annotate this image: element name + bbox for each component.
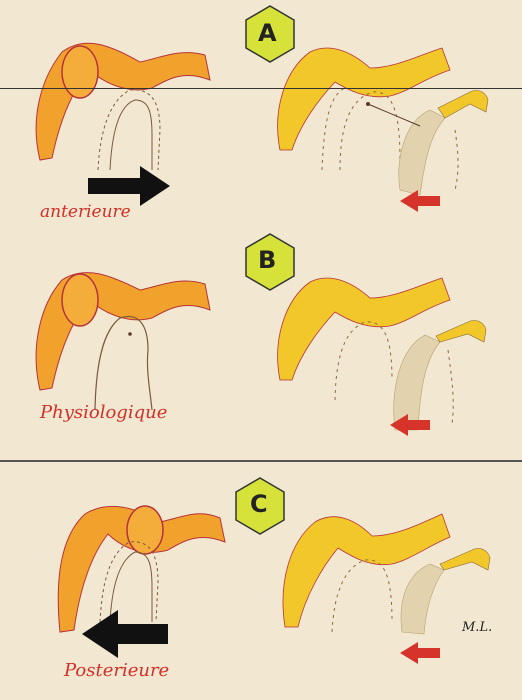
red-arrow-a xyxy=(400,190,440,212)
disc-c xyxy=(400,563,445,635)
condyle-left-c xyxy=(126,505,164,555)
caption-a: anterieure xyxy=(40,202,131,222)
signature: M.L. xyxy=(462,620,493,635)
arrow-anterior xyxy=(88,166,170,206)
disc-a xyxy=(398,109,446,196)
red-arrow-c xyxy=(400,642,440,664)
condyle-outline-b xyxy=(94,315,153,411)
red-arrow-b xyxy=(390,414,430,436)
top-rule xyxy=(0,88,522,89)
hexagon-a xyxy=(245,5,295,63)
caption-c: Posterieure xyxy=(64,660,170,681)
condyle-left-b xyxy=(61,273,99,327)
fossa-left-c xyxy=(57,505,226,633)
label-c: C xyxy=(250,490,268,518)
hexagon-b xyxy=(245,233,295,291)
panel-b xyxy=(35,233,487,436)
fossa-right-b xyxy=(277,277,451,381)
divider-2 xyxy=(0,460,522,462)
fossa-left-b xyxy=(35,272,211,391)
dashed-condyle-left-a xyxy=(97,89,161,171)
disc-b xyxy=(393,334,441,431)
panel-c xyxy=(57,477,491,664)
label-a: A xyxy=(258,19,277,47)
fossa-right-a xyxy=(277,47,451,151)
label-b: B xyxy=(258,246,277,274)
condyle-left-a xyxy=(61,45,99,99)
panel-a xyxy=(35,5,489,212)
arrow-posterior xyxy=(82,610,168,658)
fossa-left-a xyxy=(35,42,211,161)
fossa-right-c xyxy=(282,513,451,628)
hexagon-c xyxy=(235,477,285,535)
caption-b: Physiologique xyxy=(40,402,168,423)
